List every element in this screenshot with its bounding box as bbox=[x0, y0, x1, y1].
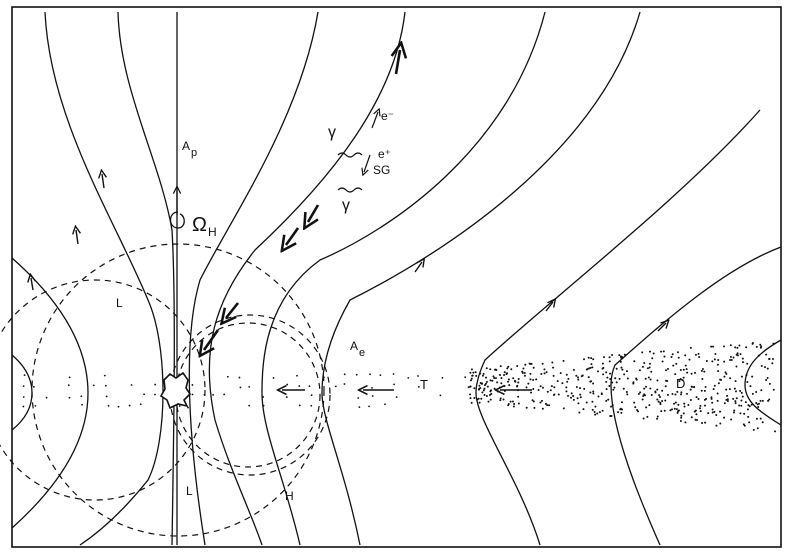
label-sg: SG bbox=[373, 163, 390, 177]
field-line-left-2 bbox=[44, 11, 164, 546]
dashed-circle-right-inner bbox=[175, 322, 321, 468]
gamma-wave-top bbox=[337, 152, 363, 158]
field-line-left-edge bbox=[11, 354, 33, 431]
gamma-wave-bottom bbox=[337, 187, 363, 193]
label-gamma-bottom: γ bbox=[342, 197, 350, 214]
field-line-right-edge bbox=[744, 339, 782, 426]
dashed-circle-outer bbox=[31, 243, 325, 537]
rotation-icon bbox=[169, 211, 185, 229]
label-omega-sub: H bbox=[208, 225, 217, 239]
label-d: D bbox=[676, 376, 685, 391]
field-line-right-5 bbox=[475, 109, 761, 546]
field-arrows bbox=[31, 174, 666, 332]
field-line-right-4 bbox=[321, 11, 641, 546]
dashed-circle-left bbox=[0, 279, 206, 501]
field-line-left-3 bbox=[117, 11, 175, 546]
label-e-minus: e⁻ bbox=[381, 109, 394, 123]
field-line-right-6 bbox=[610, 246, 782, 546]
particle-arrows bbox=[337, 112, 378, 193]
field-line-right-1 bbox=[188, 11, 319, 546]
label-l-left: L bbox=[116, 296, 123, 310]
black-hole bbox=[159, 371, 192, 410]
dashed-circles bbox=[0, 243, 331, 537]
field-line-left-1 bbox=[11, 257, 89, 529]
label-h: H bbox=[285, 489, 294, 503]
field-lines bbox=[11, 11, 782, 546]
diagram-border bbox=[11, 6, 782, 548]
label-e-plus: e⁺ bbox=[378, 147, 391, 161]
label-l-bottom: L bbox=[186, 484, 193, 498]
inflow-arrows bbox=[204, 50, 400, 350]
label-ap: A bbox=[182, 139, 190, 153]
label-gamma-top: γ bbox=[328, 124, 336, 141]
field-line-right-3 bbox=[261, 11, 546, 546]
accretion-disk-dots bbox=[22, 342, 776, 433]
dashed-circle-right bbox=[169, 314, 331, 476]
label-ae: A bbox=[350, 339, 358, 353]
label-t: T bbox=[420, 377, 428, 392]
label-ap-sub: p bbox=[191, 147, 197, 159]
label-omega: Ω bbox=[192, 214, 207, 236]
field-line-right-2 bbox=[208, 11, 406, 546]
label-ae-sub: e bbox=[359, 347, 365, 359]
